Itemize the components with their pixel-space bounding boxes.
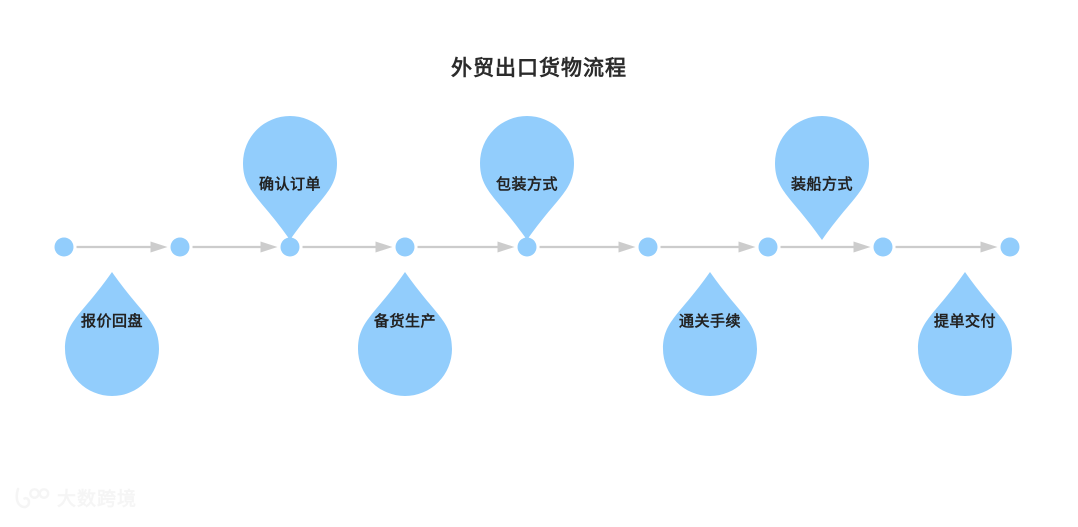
timeline-arrowhead	[853, 241, 871, 253]
timeline-segments	[76, 241, 998, 253]
process-step-label: 报价回盘	[80, 313, 143, 330]
timeline-node-dot[interactable]	[638, 237, 658, 257]
brand-name: 大数跨境	[57, 489, 138, 510]
teardrop-shape	[663, 272, 757, 396]
process-step-marker[interactable]: 报价回盘	[63, 272, 161, 396]
process-step-marker[interactable]: 提单交付	[916, 272, 1014, 396]
teardrop-icon	[663, 272, 757, 396]
process-step-label: 包装方式	[495, 176, 558, 193]
teardrop-icon	[775, 116, 869, 240]
timeline-arrowhead	[375, 241, 393, 253]
teardrop-icon	[358, 272, 452, 396]
process-step-marker[interactable]: 确认订单	[241, 116, 339, 240]
timeline-nodes	[54, 237, 1020, 257]
timeline-arrowhead	[738, 241, 756, 253]
page-title: 外贸出口货物流程	[451, 57, 627, 80]
process-step-marker[interactable]: 备货生产	[356, 272, 454, 396]
watermark: 大数跨境	[14, 484, 137, 511]
brand-logo-icon	[15, 487, 50, 508]
teardrop-shape	[775, 116, 869, 240]
timeline-arrowhead	[618, 241, 636, 253]
process-step-marker[interactable]: 装船方式	[773, 116, 871, 240]
process-step-marker[interactable]: 通关手续	[661, 272, 759, 396]
timeline-node-dot[interactable]	[395, 237, 415, 257]
timeline-arrowhead	[497, 241, 515, 253]
timeline-arrowhead	[150, 241, 168, 253]
teardrop-icon	[480, 116, 574, 240]
process-step-label: 装船方式	[790, 176, 853, 193]
timeline-node-dot[interactable]	[280, 237, 300, 257]
process-step-label: 通关手续	[678, 313, 741, 330]
timeline-node-dot[interactable]	[517, 237, 537, 257]
teardrop-shape	[65, 272, 159, 396]
timeline-node-dot[interactable]	[170, 237, 190, 257]
process-step-label: 确认订单	[258, 176, 321, 193]
timeline-arrowhead	[980, 241, 998, 253]
teardrop-shape	[480, 116, 574, 240]
timeline-node-dot[interactable]	[873, 237, 893, 257]
process-step-marker[interactable]: 包装方式	[478, 116, 576, 240]
timeline-node-dot[interactable]	[758, 237, 778, 257]
timeline-node-dot[interactable]	[54, 237, 74, 257]
timeline-arrowhead	[260, 241, 278, 253]
teardrop-icon	[65, 272, 159, 396]
process-step-label: 提单交付	[933, 313, 996, 330]
teardrop-shape	[918, 272, 1012, 396]
process-step-label: 备货生产	[373, 313, 436, 330]
teardrop-icon	[243, 116, 337, 240]
teardrop-icon	[918, 272, 1012, 396]
timeline-node-dot[interactable]	[1000, 237, 1020, 257]
teardrop-shape	[358, 272, 452, 396]
teardrop-shape	[243, 116, 337, 240]
